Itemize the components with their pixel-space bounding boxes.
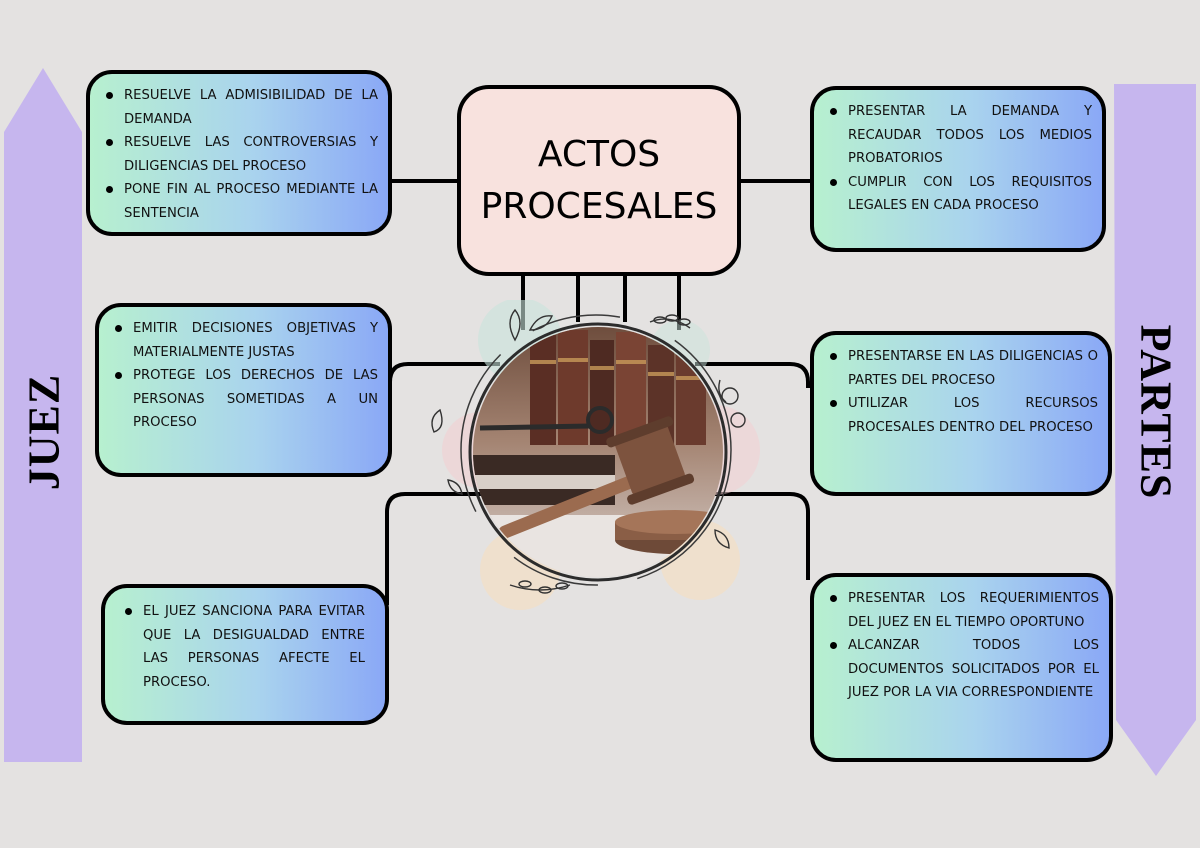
list-item: UTILIZAR LOS RECURSOS PROCESALES DENTRO … (824, 392, 1098, 439)
juez-box-3: EL JUEZ SANCIONA PARA EVITAR QUE LA DESI… (101, 584, 389, 725)
list-item: PRESENTARSE EN LAS DILIGENCIAS O PARTES … (824, 345, 1098, 392)
juez-box-2: EMITIR DECISIONES OBJETIVAS Y MATERIALME… (95, 303, 392, 477)
list-item: PONE FIN AL PROCESO MEDIANTE LA SENTENCI… (100, 178, 378, 225)
list-item: CUMPLIR CON LOS REQUISITOS LEGALES EN CA… (824, 171, 1092, 218)
juez-label: JUEZ (19, 373, 69, 491)
title-line-1: ACTOS (537, 133, 661, 175)
partes-box-3: PRESENTAR LOS REQUERIMIENTOS DEL JUEZ EN… (810, 573, 1113, 762)
juez-arrow-shape (4, 68, 82, 762)
list-item: RESUELVE LA ADMISIBILIDAD DE LA DEMANDA (100, 84, 378, 131)
gavel-books-illustration (431, 300, 760, 610)
partes-label: PARTES (1131, 324, 1181, 500)
partes-arrow-shape (1114, 84, 1196, 776)
list-item: ALCANZAR TODOS LOS DOCUMENTOS SOLICITADO… (824, 634, 1099, 705)
title-line-2: PROCESALES (480, 185, 718, 227)
list-item: PRESENTAR LOS REQUERIMIENTOS DEL JUEZ EN… (824, 587, 1099, 634)
list-item: EL JUEZ SANCIONA PARA EVITAR QUE LA DESI… (119, 600, 365, 694)
list-item: EMITIR DECISIONES OBJETIVAS Y MATERIALME… (109, 317, 378, 364)
list-item: PRESENTAR LA DEMANDA Y RECAUDAR TODOS LO… (824, 100, 1092, 171)
partes-box-1: PRESENTAR LA DEMANDA Y RECAUDAR TODOS LO… (810, 86, 1106, 252)
partes-box-2: PRESENTARSE EN LAS DILIGENCIAS O PARTES … (810, 331, 1112, 496)
list-item: RESUELVE LAS CONTROVERSIAS Y DILIGENCIAS… (100, 131, 378, 178)
title-box: ACTOS PROCESALES (457, 85, 741, 276)
juez-box-1: RESUELVE LA ADMISIBILIDAD DE LA DEMANDA … (86, 70, 392, 236)
list-item: PROTEGE LOS DERECHOS DE LAS PERSONAS SOM… (109, 364, 378, 435)
